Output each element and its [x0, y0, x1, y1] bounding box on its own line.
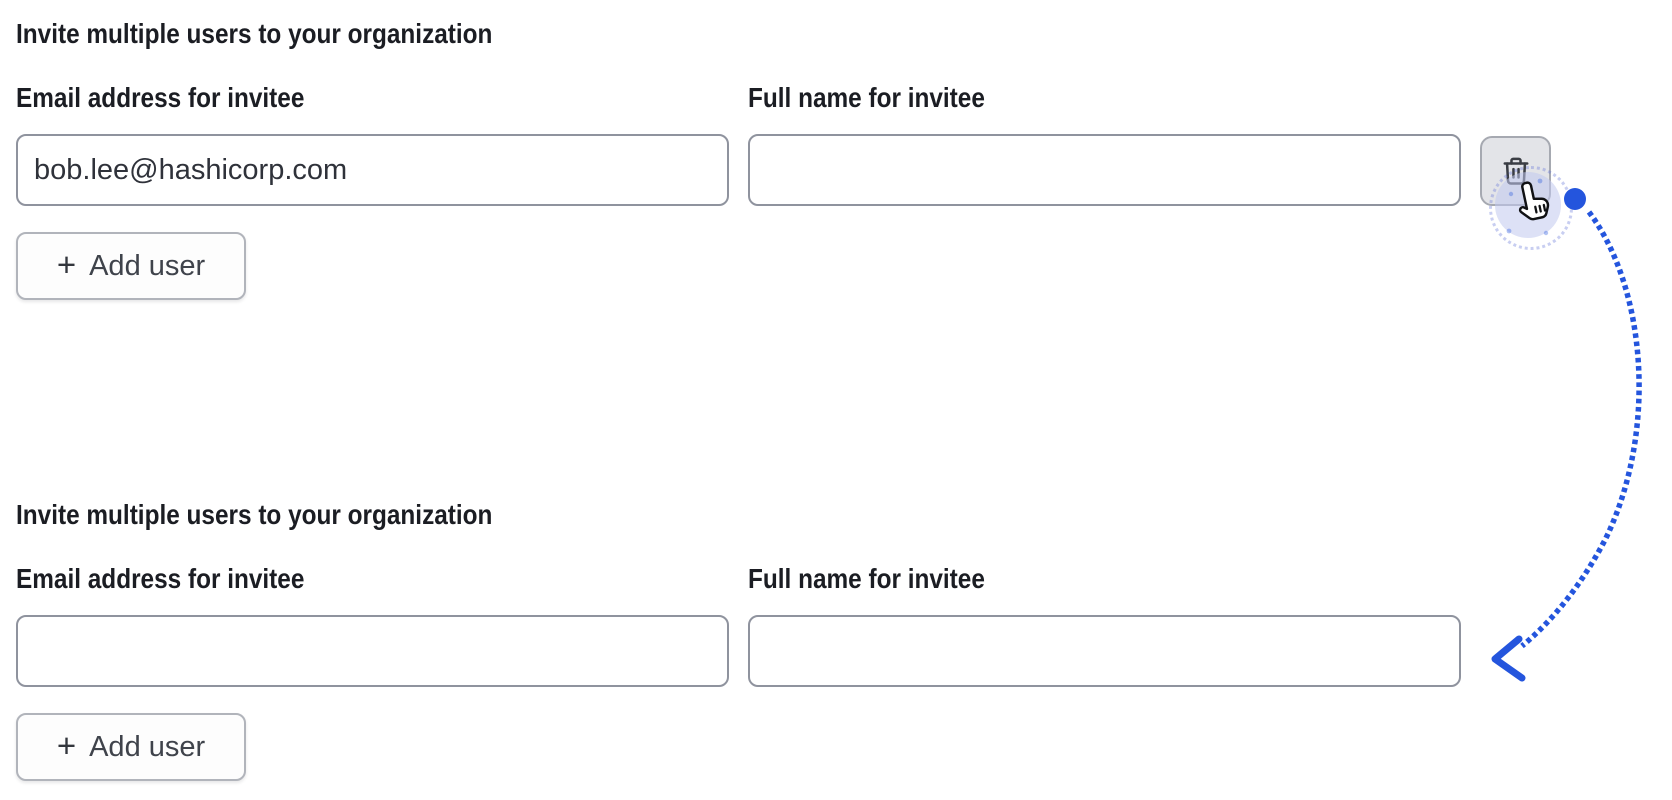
invite-form-after: Invite multiple users to your organizati… [0, 481, 1672, 791]
trash-icon [1500, 154, 1532, 188]
plus-icon: + [56, 245, 77, 283]
invitee-row [16, 134, 1551, 206]
email-label: Email address for invitee [16, 82, 305, 113]
add-user-label: Add user [89, 249, 206, 282]
fullname-label: Full name for invitee [748, 82, 985, 113]
add-user-button[interactable]: + Add user [16, 232, 246, 300]
field-labels-row: Email address for invitee Full name for … [16, 82, 1461, 114]
email-input[interactable] [16, 134, 729, 206]
plus-icon: + [56, 726, 77, 764]
add-user-button[interactable]: + Add user [16, 713, 246, 781]
invitee-row [16, 615, 1461, 687]
add-user-label: Add user [89, 730, 206, 763]
section-heading: Invite multiple users to your organizati… [16, 499, 493, 530]
field-labels-row: Email address for invitee Full name for … [16, 563, 1461, 595]
email-input[interactable] [16, 615, 729, 687]
delete-row-button[interactable] [1480, 136, 1551, 206]
email-label: Email address for invitee [16, 563, 305, 594]
fullname-input[interactable] [748, 134, 1461, 206]
fullname-input[interactable] [748, 615, 1461, 687]
section-heading: Invite multiple users to your organizati… [16, 18, 493, 49]
invite-form-before: Invite multiple users to your organizati… [0, 0, 1672, 310]
fullname-label: Full name for invitee [748, 563, 985, 594]
